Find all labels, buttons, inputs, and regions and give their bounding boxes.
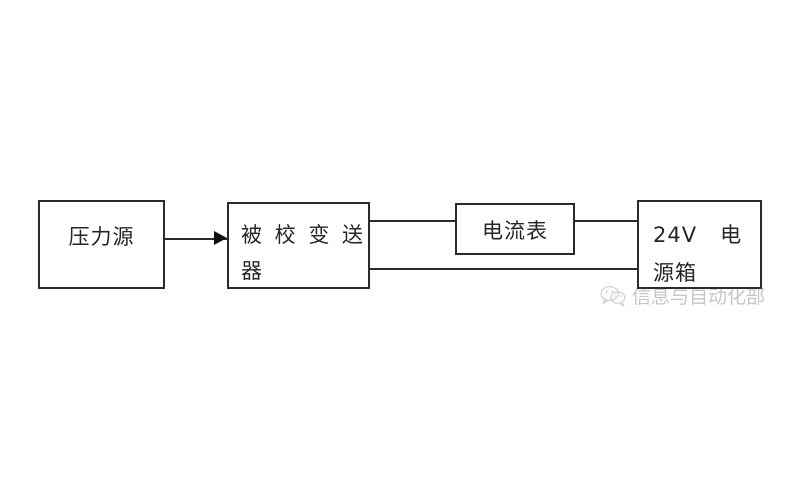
wire-transmitter-to-power-supply-return (370, 268, 637, 270)
wire-transmitter-to-ammeter (370, 220, 455, 222)
node-label-power-supply-line2: 源箱 (653, 261, 697, 285)
node-label-transmitter-line2: 器 (241, 259, 265, 283)
wire-pressure-to-transmitter (165, 238, 227, 240)
wechat-logo-icon (600, 285, 626, 307)
wire-ammeter-to-power-supply (575, 220, 637, 222)
node-pressure-source[interactable]: 压力源 (38, 200, 165, 289)
node-transmitter-under-test[interactable]: 被 校 变 送 器 (227, 202, 370, 289)
node-power-supply-24v[interactable]: 24V 电 源箱 (637, 200, 762, 289)
node-label-transmitter-line1: 被 校 变 送 (241, 223, 367, 247)
arrow-head-icon-pressure-to-transmitter (214, 231, 227, 245)
node-label-power-supply-line1: 24V 电 (653, 223, 743, 247)
node-label-ammeter: 电流表 (482, 219, 548, 243)
node-ammeter[interactable]: 电流表 (455, 203, 575, 255)
node-label-pressure-source: 压力源 (68, 225, 135, 249)
